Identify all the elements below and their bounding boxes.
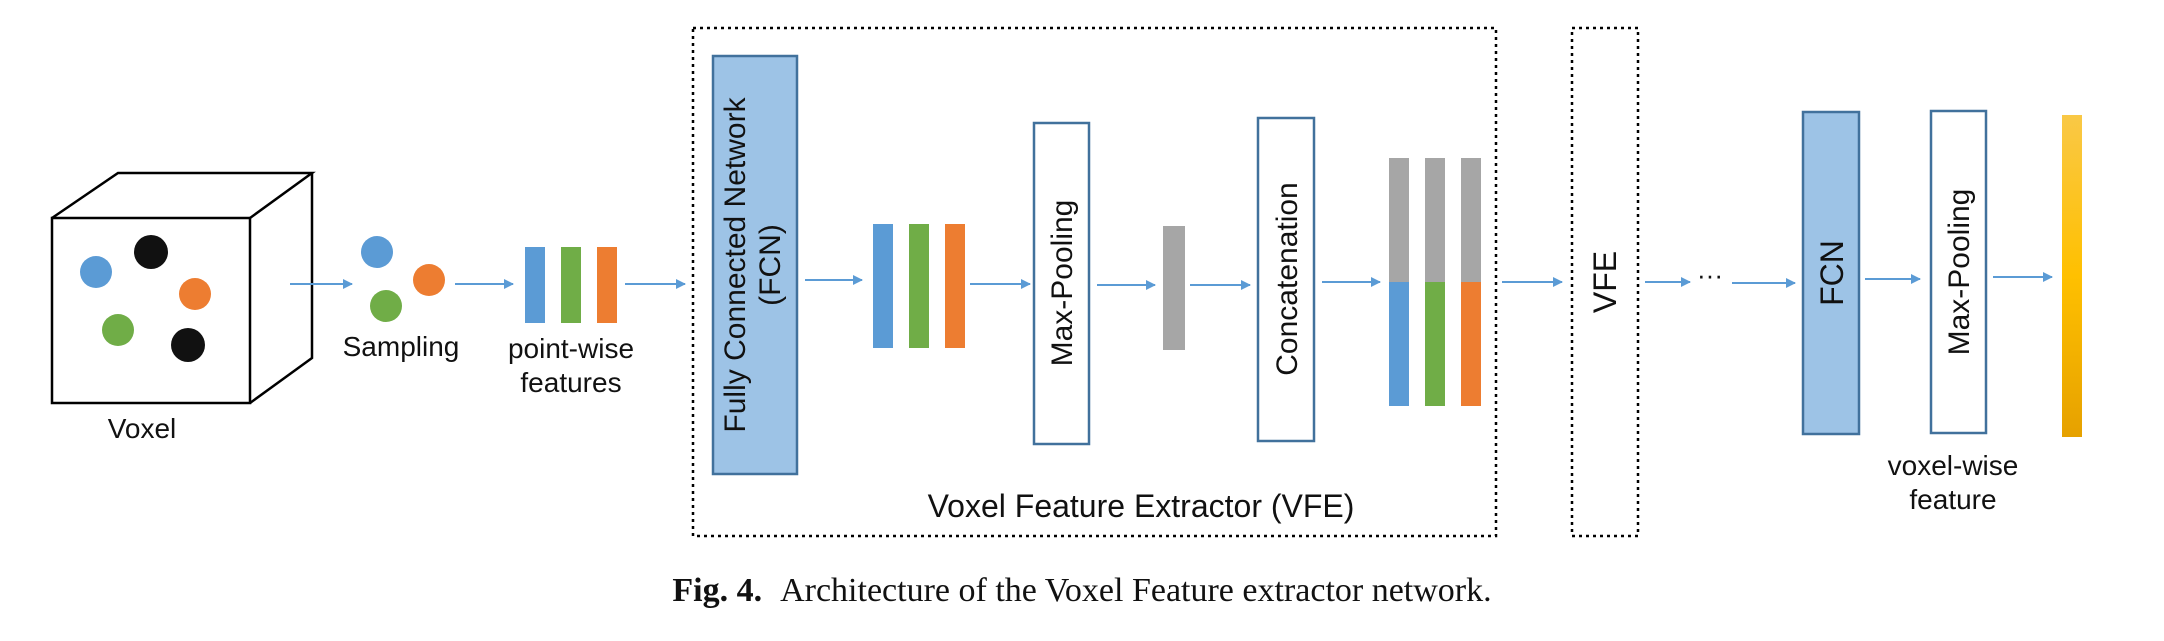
concatenation-label: Concatenation: [1271, 182, 1304, 375]
caption-text: Architecture of the Voxel Feature extrac…: [780, 572, 1492, 609]
vfe-label: VFE: [1587, 251, 1623, 313]
pointwise-label-line2: features: [520, 367, 621, 398]
pointwise-label-line1: point-wise: [508, 333, 634, 364]
voxel-cube: [50, 171, 316, 405]
fcn-label-line2: (FCN): [754, 224, 787, 306]
pooled-feature-bar: [1163, 226, 1185, 350]
pointwise-feature-bars: [525, 247, 617, 323]
fcn-output-bars: [873, 224, 965, 348]
voxel-label: Voxel: [108, 413, 177, 444]
fcn-block-2: [1801, 110, 1861, 436]
fcn-block-2-label: FCN: [1814, 240, 1850, 306]
maxpool-block-2-label: Max-Pooling: [1943, 189, 1976, 356]
fcn-block: [711, 54, 799, 476]
maxpool-block: [1032, 121, 1091, 446]
sampled-points: [361, 236, 445, 322]
voxelwise-label-line1: voxel-wise: [1888, 450, 2019, 481]
fcn-label-line1: Fully Connected Network: [719, 96, 752, 432]
sampling-label: Sampling: [343, 331, 460, 362]
vfe-region-box: [691, 26, 1498, 538]
voxelwise-label-line2: feature: [1909, 484, 1996, 515]
concatenated-feature-bars: [1389, 158, 1481, 406]
maxpool-block-2: [1929, 109, 1988, 435]
voxelwise-feature-bar: [2062, 115, 2082, 437]
concatenation-block: [1256, 116, 1316, 443]
ellipsis: ···: [1697, 260, 1723, 290]
maxpool-label: Max-Pooling: [1046, 200, 1079, 367]
vfe-architecture-diagram: Voxel Sampling point-wise features Fully…: [50, 26, 2082, 538]
figure-caption: Fig. 4. Architecture of the Voxel Feature…: [0, 572, 2164, 610]
voxel-points: [80, 235, 211, 362]
figure-number: Fig. 4.: [672, 572, 763, 609]
vfe-region-label: Voxel Feature Extractor (VFE): [928, 488, 1355, 524]
